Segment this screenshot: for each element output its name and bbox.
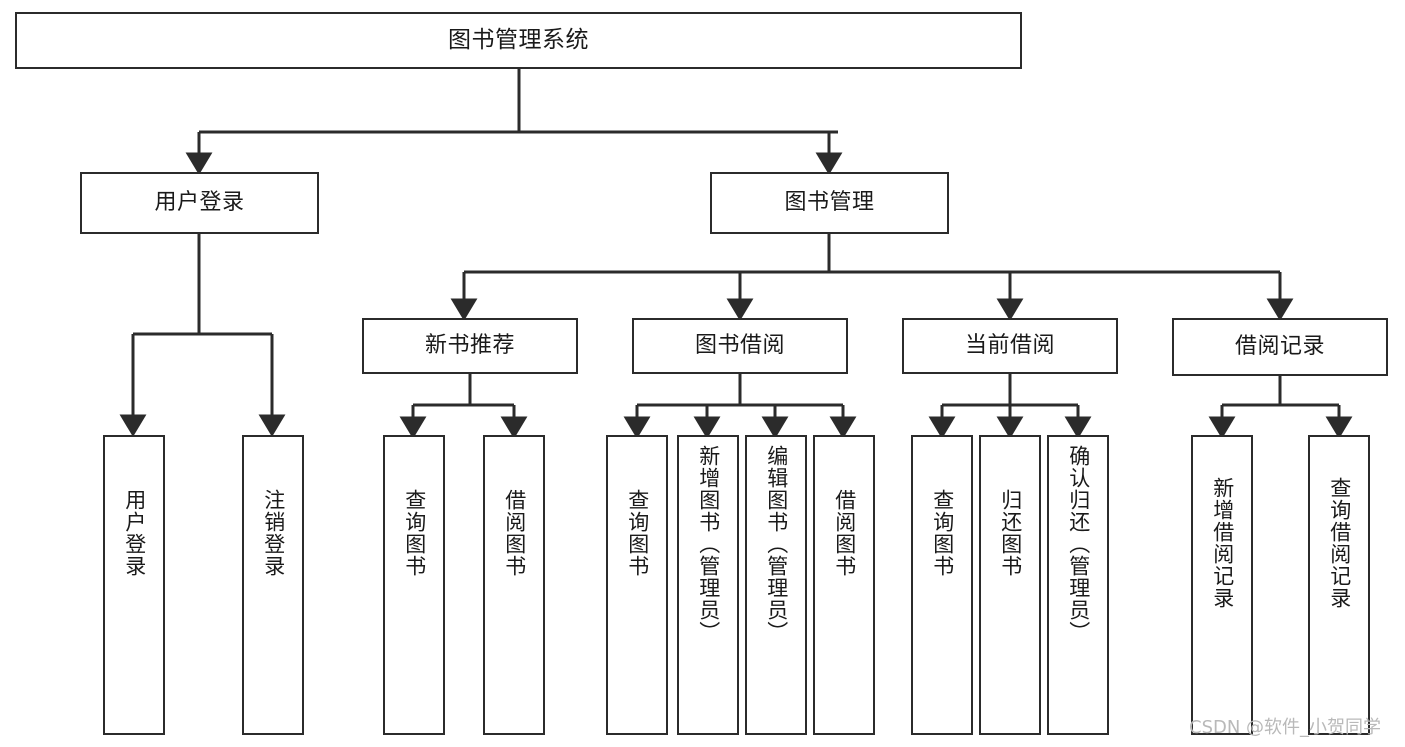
node-label: 归还图书 [998, 489, 1023, 577]
leaf-query-borrow-record[interactable]: 查询借阅记录 [1308, 435, 1370, 735]
node-new-book-recommend[interactable]: 新书推荐 [362, 318, 578, 374]
leaf-edit-book[interactable]: 编辑图书（管理员） [745, 435, 807, 735]
node-label: 新书推荐 [424, 333, 515, 359]
leaf-confirm-return[interactable]: 确认归还（管理员） [1047, 435, 1109, 735]
node-root-system[interactable]: 图书管理系统 [15, 12, 1022, 69]
node-label: 查询图书 [930, 489, 955, 577]
leaf-borrow-book-recommend[interactable]: 借阅图书 [483, 435, 545, 735]
node-label: 查询借阅记录 [1327, 477, 1352, 609]
leaf-query-book-current[interactable]: 查询图书 [911, 435, 973, 735]
node-borrow-record[interactable]: 借阅记录 [1172, 318, 1388, 376]
node-user-login[interactable]: 用户登录 [80, 172, 319, 234]
node-label: 当前借阅 [964, 333, 1055, 359]
node-label: 借阅图书 [502, 489, 527, 577]
node-label: 新增图书（管理员） [696, 445, 721, 643]
node-book-manage[interactable]: 图书管理 [710, 172, 949, 234]
node-label: 图书管理系统 [448, 26, 589, 53]
watermark-text: CSDN @软件_小贺同学 [1189, 717, 1382, 738]
node-label: 确认归还（管理员） [1066, 445, 1091, 643]
node-label: 新增借阅记录 [1210, 477, 1235, 609]
node-book-borrow[interactable]: 图书借阅 [632, 318, 848, 374]
leaf-query-book-recommend[interactable]: 查询图书 [383, 435, 445, 735]
node-label: 注销登录 [261, 489, 286, 577]
node-label: 图书借阅 [694, 333, 785, 359]
node-label: 编辑图书（管理员） [764, 445, 789, 643]
node-label: 查询图书 [402, 489, 427, 577]
node-label: 用户登录 [154, 190, 245, 216]
leaf-return-book[interactable]: 归还图书 [979, 435, 1041, 735]
node-label: 查询图书 [625, 489, 650, 577]
node-label: 借阅图书 [832, 489, 857, 577]
leaf-borrow-book[interactable]: 借阅图书 [813, 435, 875, 735]
node-label: 图书管理 [784, 190, 875, 216]
leaf-user-login[interactable]: 用户登录 [103, 435, 165, 735]
node-current-borrow[interactable]: 当前借阅 [902, 318, 1118, 374]
leaf-query-book-borrow[interactable]: 查询图书 [606, 435, 668, 735]
leaf-user-logout[interactable]: 注销登录 [242, 435, 304, 735]
node-label: 借阅记录 [1234, 334, 1325, 360]
node-label: 用户登录 [122, 489, 147, 577]
leaf-add-borrow-record[interactable]: 新增借阅记录 [1191, 435, 1253, 735]
leaf-add-book[interactable]: 新增图书（管理员） [677, 435, 739, 735]
